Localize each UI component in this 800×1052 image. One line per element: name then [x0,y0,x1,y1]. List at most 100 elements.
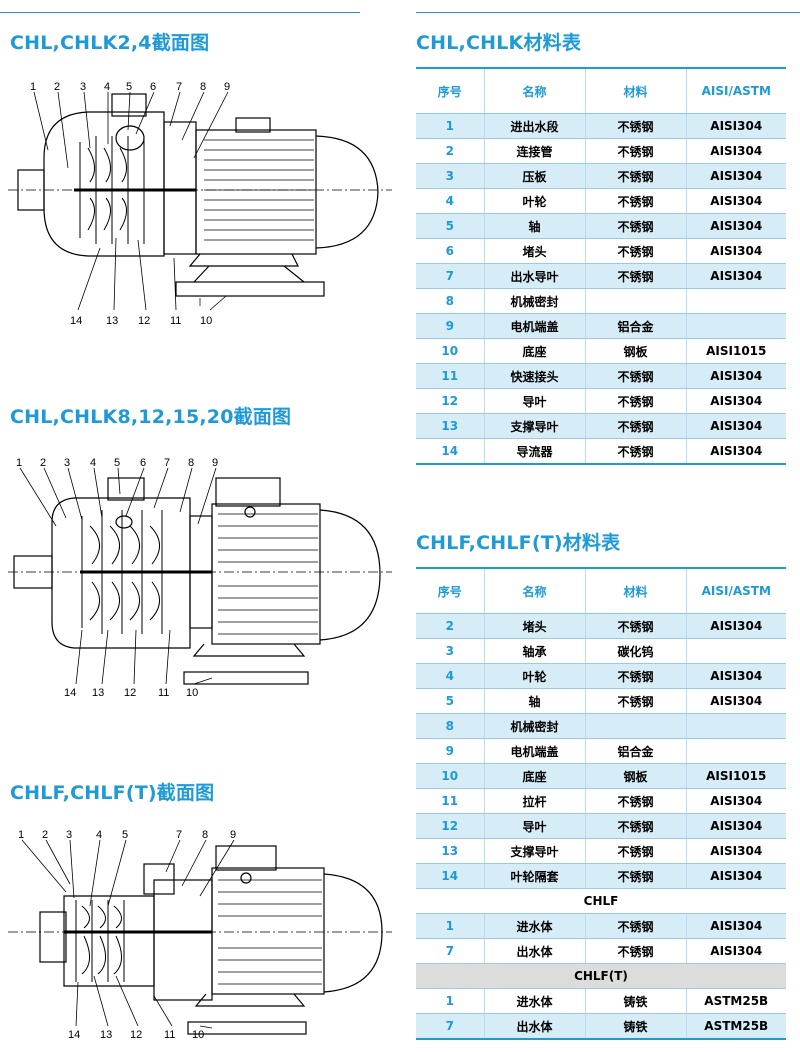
cell-standard: AISI304 [685,363,786,389]
header-no: 序号 [416,67,484,114]
pump-section-svg-1: 1 2 3 4 5 6 7 8 9 14 13 12 11 10 [8,81,392,327]
cell-material: 不锈钢 [584,688,686,714]
cell-no: 5 [416,688,484,714]
cell-no: 1 [416,988,484,1014]
cell-name: 叶轮隔套 [483,863,585,889]
callout-1: 1 [16,457,22,469]
section-title-chl-chlk-2-4: CHL,CHLK2,4截面图 [10,32,210,54]
cell-no: 3 [416,638,484,664]
callout-6: 6 [150,81,156,93]
cell-material: 不锈钢 [584,838,686,864]
header-name: 名称 [483,67,585,114]
header-standard: AISI/ASTM [685,67,786,114]
top-rule-right [416,12,800,13]
cell-name: 堵头 [483,238,585,264]
table-group-row: CHLF(T) [416,963,786,989]
callout-5: 5 [126,81,132,93]
cell-no: 9 [416,738,484,764]
callout-11: 11 [158,687,169,699]
cell-name: 支撑导叶 [483,413,585,439]
callout-14: 14 [68,1029,80,1041]
cell-standard: AISI304 [685,938,786,964]
cell-name: 导叶 [483,813,585,839]
cell-standard: AISI304 [685,238,786,264]
cell-no: 7 [416,263,484,289]
cell-no: 13 [416,413,484,439]
cell-material: 不锈钢 [584,813,686,839]
cell-standard: AISI304 [685,788,786,814]
cell-standard: AISI304 [685,813,786,839]
callout-13: 13 [106,315,118,327]
cell-name: 电机端盖 [483,313,585,339]
cell-no: 7 [416,1013,484,1040]
callout-11: 11 [164,1029,175,1041]
callout-labels-2: 1 2 3 4 5 6 7 8 9 14 13 12 11 10 [16,457,218,699]
cross-section-drawing-2: 1 2 3 4 5 6 7 8 9 14 13 12 11 10 [4,452,396,702]
cell-no: 6 [416,238,484,264]
cell-name: 连接管 [483,138,585,164]
cell-material: 不锈钢 [584,613,686,639]
callout-4: 4 [96,829,102,841]
cell-no: 1 [416,113,484,139]
cell-name: 叶轮 [483,188,585,214]
cell-no: 14 [416,863,484,889]
header-no: 序号 [416,567,484,614]
cell-name: 叶轮 [483,663,585,689]
cell-no: 5 [416,213,484,239]
callout-9: 9 [212,457,218,469]
cell-standard: AISI304 [685,388,786,414]
callout-12: 12 [130,1029,142,1041]
cross-section-drawing-3: 1 2 3 4 5 7 8 9 14 13 12 11 10 [4,826,396,1048]
callout-13: 13 [100,1029,112,1041]
cell-no: 12 [416,388,484,414]
cell-name: 压板 [483,163,585,189]
cell-standard: AISI304 [685,438,786,465]
section-title-chlf: CHLF,CHLF(T)截面图 [10,782,215,804]
cell-standard: AISI304 [685,663,786,689]
cell-name: 进出水段 [483,113,585,139]
cell-material: 不锈钢 [584,388,686,414]
cell-standard: AISI304 [685,163,786,189]
cell-material: 铝合金 [584,738,686,764]
cell-material: 不锈钢 [584,163,686,189]
cell-standard: AISI304 [685,613,786,639]
table-title-chlf: CHLF,CHLF(T)材料表 [416,532,621,554]
cell-name: 进水体 [483,988,585,1014]
table-title-chl-chlk: CHL,CHLK材料表 [416,32,582,54]
callout-6: 6 [140,457,146,469]
callout-9: 9 [224,81,230,93]
callout-5: 5 [122,829,128,841]
cell-no: 3 [416,163,484,189]
cell-material: 不锈钢 [584,413,686,439]
cell-standard: ASTM25B [685,988,786,1014]
cell-material: 不锈钢 [584,263,686,289]
callout-2: 2 [40,457,46,469]
cell-no: 4 [416,188,484,214]
cell-name: 进水体 [483,913,585,939]
callout-8: 8 [200,81,206,93]
table-header-row: 序号 名称 材料 AISI/ASTM [416,67,786,114]
callout-7: 7 [176,81,182,93]
cell-name: 堵头 [483,613,585,639]
cell-no: 14 [416,438,484,465]
cell-no: 8 [416,288,484,314]
cell-standard: AISI304 [685,863,786,889]
callout-10: 10 [186,687,198,699]
cell-standard: AISI1015 [685,763,786,789]
cell-name: 底座 [483,763,585,789]
callout-7: 7 [164,457,170,469]
callout-7: 7 [176,829,182,841]
cell-material: 铸铁 [584,988,686,1014]
callout-9: 9 [230,829,236,841]
cell-material: 不锈钢 [584,188,686,214]
